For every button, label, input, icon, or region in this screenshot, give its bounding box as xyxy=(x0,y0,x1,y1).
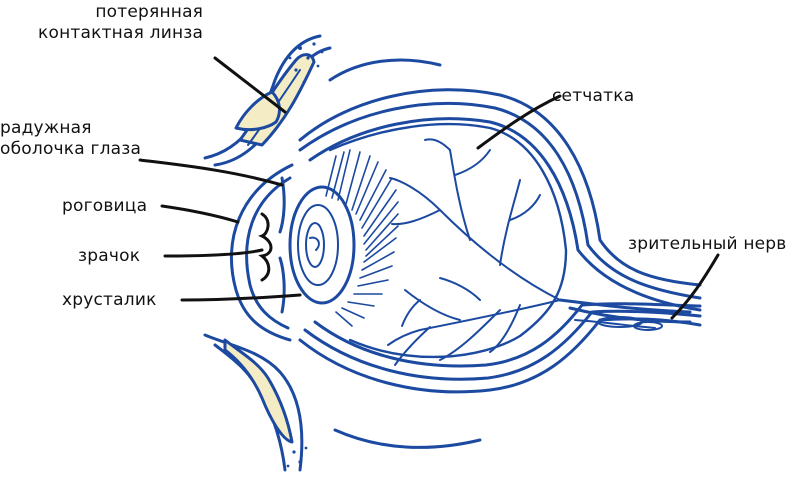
label-lens: хрусталик xyxy=(62,290,157,310)
iris xyxy=(278,176,286,314)
leader-retina xyxy=(476,94,562,150)
leader-cornea xyxy=(160,204,240,224)
label-lost-contact-lens: потерянная контактная линза xyxy=(38,2,204,43)
label-iris: радужная оболочка глаза xyxy=(0,118,142,159)
leader-optic-nerve xyxy=(670,253,720,320)
leader-lens xyxy=(180,293,302,302)
contact-lens xyxy=(234,90,281,132)
vitreous-outline xyxy=(328,122,568,359)
leader-iris xyxy=(138,158,284,187)
lower-eyelid-dots xyxy=(286,446,308,468)
leader-lines xyxy=(138,56,720,320)
ciliary-fibres xyxy=(325,149,399,327)
retina-veins xyxy=(387,138,561,366)
optic-nerve xyxy=(558,298,692,331)
eye-drawing xyxy=(203,34,702,472)
label-pupil: зрачок xyxy=(78,246,141,266)
leader-lost-lens xyxy=(213,56,287,114)
label-retina: сетчатка xyxy=(552,86,635,106)
lower-eyelid xyxy=(203,333,308,472)
label-cornea: роговица xyxy=(62,196,148,216)
eyelid-dots xyxy=(288,42,324,84)
label-optic-nerve: зрительный нерв xyxy=(628,234,787,254)
leader-pupil xyxy=(163,212,273,282)
crystalline-lens xyxy=(288,185,356,305)
cornea xyxy=(229,163,294,342)
